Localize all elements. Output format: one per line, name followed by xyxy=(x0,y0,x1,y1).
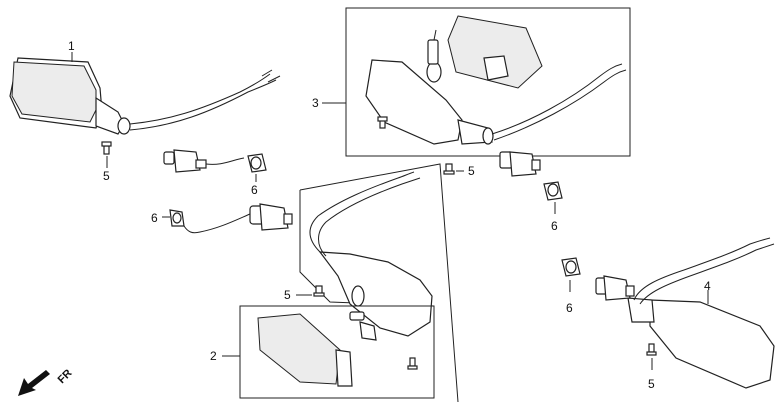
screw-part-5-box[interactable] xyxy=(377,116,388,129)
arrow-down-left-icon xyxy=(18,370,50,396)
callout-5-center: 5 xyxy=(468,164,475,178)
winker-assembly-part-1[interactable] xyxy=(9,57,281,135)
grommet-part-6-right-upper[interactable] xyxy=(543,181,563,201)
callout-3: 3 xyxy=(312,96,319,110)
winker-assembly-part-3[interactable] xyxy=(365,15,627,145)
callout-6-lower: 6 xyxy=(151,211,158,225)
socket-assembly-right-upper[interactable] xyxy=(499,151,541,177)
callout-2: 2 xyxy=(210,349,217,363)
callout-6-right-upper: 6 xyxy=(551,219,558,233)
grommet-part-6-right-lower[interactable] xyxy=(561,257,581,277)
socket-assembly-left-lower[interactable] xyxy=(183,203,293,234)
screw-part-5-center[interactable] xyxy=(443,163,455,175)
callout-5-right: 5 xyxy=(648,377,655,391)
screw-part-5-group2[interactable] xyxy=(313,285,325,297)
callout-6-right-lower: 6 xyxy=(566,301,573,315)
callout-6-upper: 6 xyxy=(251,183,258,197)
grommet-part-6-upper[interactable] xyxy=(247,153,267,173)
callout-1: 1 xyxy=(68,39,75,53)
winker-housing-part-2[interactable] xyxy=(309,171,433,341)
lens-part-2[interactable] xyxy=(257,313,353,387)
callout-5-group2: 5 xyxy=(284,288,291,302)
grommet-part-6-lower[interactable] xyxy=(169,209,185,227)
socket-assembly-left-upper[interactable] xyxy=(163,149,245,173)
screw-part-5-left[interactable] xyxy=(101,141,112,155)
winker-assembly-part-4[interactable] xyxy=(627,237,775,389)
callout-4: 4 xyxy=(704,279,711,293)
callout-5-left: 5 xyxy=(103,169,110,183)
direction-label: FR xyxy=(56,367,75,386)
screw-part-5-right[interactable] xyxy=(646,343,657,356)
socket-assembly-right-lower[interactable] xyxy=(595,275,635,301)
screw-part-5-lens2[interactable] xyxy=(407,357,418,370)
